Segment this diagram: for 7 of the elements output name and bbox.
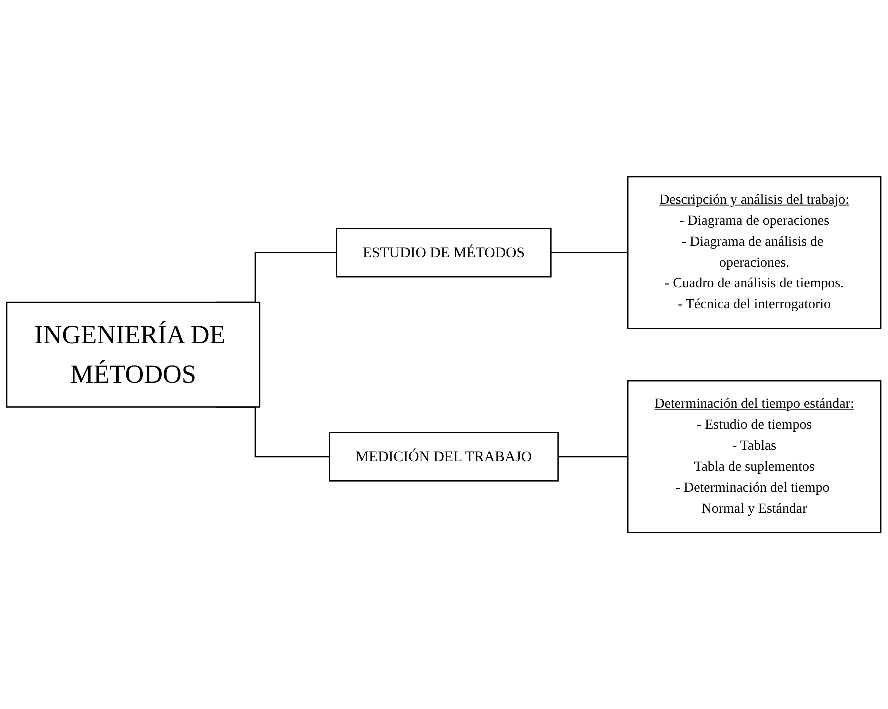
connector [558, 456, 628, 458]
connector [551, 252, 628, 254]
node-box: MEDICIÓN DEL TRABAJO [329, 432, 559, 482]
node-box: ESTUDIO DE MÉTODOS [336, 228, 552, 278]
node-box: INGENIERÍA DE MÉTODOS [6, 302, 261, 408]
node-box: Determinación del tiempo estándar: - Estudio de tiempos - Tablas Tabla de suplementos - Determinación del tiempo Normal y Estándar [627, 380, 882, 534]
node-box: Descripción y análisis del trabajo: - Diagrama de operaciones - Diagrama de análisis de operaciones. - Cuadro de análisis de tiempos. - Técnica del interrogatorio [627, 176, 882, 329]
